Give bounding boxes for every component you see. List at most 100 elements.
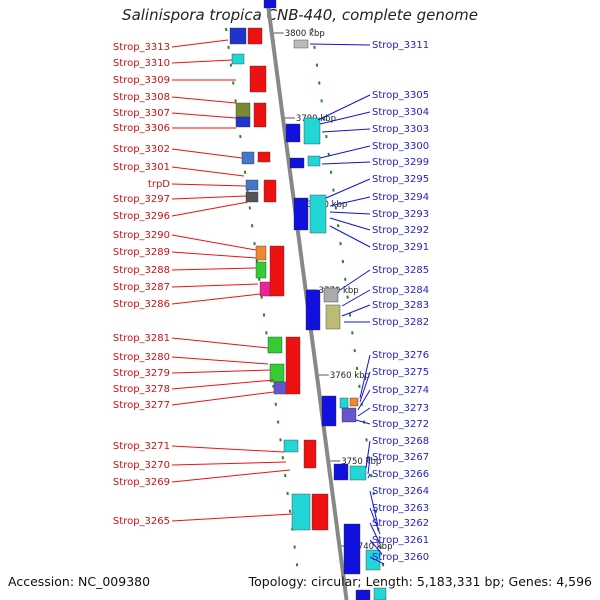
forward-gene-label: Strop_3288 [113, 265, 170, 276]
reverse-leader-line [319, 145, 371, 159]
genome-summary: Topology: circular; Length: 5,183,331 bp… [248, 574, 592, 589]
gene-block [269, 245, 285, 297]
forward-gene-label: Strop_3279 [113, 368, 170, 379]
forward-gene-label: Strop_3297 [113, 194, 170, 205]
gene-block [341, 407, 357, 423]
gene-block [323, 287, 339, 303]
reverse-gene-label: Strop_3261 [372, 535, 429, 546]
gene-block [285, 336, 301, 395]
gene-block [235, 102, 251, 118]
gene-block [305, 289, 321, 331]
gene-block [355, 589, 371, 600]
reverse-leader-line [359, 354, 371, 399]
reverse-leader-line [369, 507, 381, 535]
gene-block [373, 587, 387, 600]
reverse-leader-line [369, 556, 385, 565]
reverse-gene-label: Strop_3294 [372, 192, 429, 203]
gene-block [349, 465, 367, 481]
gene-block [321, 395, 337, 427]
reverse-gene-label: Strop_3272 [372, 419, 429, 430]
gene-block [365, 549, 381, 571]
reverse-leader-line [357, 407, 371, 417]
forward-gene-label: Strop_3278 [113, 384, 170, 395]
forward-gene-label: Strop_3302 [113, 144, 170, 155]
gene-block [267, 336, 283, 354]
gene-block [253, 102, 267, 128]
forward-gene-label: Strop_3309 [113, 75, 170, 86]
forward-leader-line [171, 166, 245, 177]
reverse-leader-line [369, 539, 383, 555]
gene-block [255, 245, 267, 261]
reverse-guide-line [311, 27, 385, 573]
reverse-leader-line [339, 269, 371, 291]
gene-block [289, 157, 305, 169]
gene-block [269, 363, 285, 383]
map-title: Salinispora tropica CNB-440, complete ge… [122, 6, 478, 24]
forward-leader-line [171, 195, 247, 200]
gene-block [339, 397, 349, 409]
reverse-gene-label: Strop_3284 [372, 285, 429, 296]
reverse-gene-label: Strop_3304 [372, 107, 429, 118]
forward-gene-label: Strop_3289 [113, 247, 170, 258]
forward-leader-line [171, 183, 247, 187]
gene-block [235, 116, 251, 128]
reverse-leader-line [329, 217, 371, 231]
kbp-label: 3770 kbp [319, 286, 359, 296]
gene-block [293, 197, 309, 231]
gene-block [303, 117, 321, 145]
reverse-leader-line [329, 225, 371, 248]
forward-gene-label: Strop_3308 [113, 92, 170, 103]
forward-leader-line [171, 267, 257, 271]
forward-gene-label: Strop_3269 [113, 477, 170, 488]
forward-leader-line [171, 148, 243, 159]
forward-leader-line [171, 391, 275, 406]
reverse-leader-line [325, 178, 371, 199]
forward-leader-line [171, 96, 237, 104]
forward-leader-line [171, 337, 269, 349]
gene-block [245, 191, 259, 203]
reverse-gene-label: Strop_3268 [372, 436, 429, 447]
gene-block [307, 155, 321, 167]
forward-gene-label: Strop_3281 [113, 333, 170, 344]
forward-leader-line [171, 469, 291, 483]
kbp-label: 3780 kbp [307, 200, 347, 210]
forward-gene-label: Strop_3313 [113, 42, 170, 53]
forward-gene-label: Strop_3287 [113, 282, 170, 293]
forward-gene-label: Strop_3296 [113, 211, 170, 222]
reverse-gene-label: Strop_3262 [372, 518, 429, 529]
reverse-leader-line [367, 456, 371, 475]
reverse-gene-label: Strop_3291 [372, 242, 429, 253]
gene-block [263, 0, 277, 9]
forward-gene-label: Strop_3277 [113, 400, 170, 411]
gene-block [247, 27, 263, 45]
reverse-gene-label: Strop_3283 [372, 300, 429, 311]
forward-leader-line [171, 356, 269, 365]
forward-leader-line [171, 234, 257, 251]
reverse-leader-line [357, 389, 371, 411]
accession-text: Accession: NC_009380 [8, 574, 151, 589]
forward-leader-line [171, 112, 237, 119]
reverse-leader-line [321, 161, 371, 165]
kbp-label: 3750 kbp [341, 457, 381, 467]
reverse-gene-label: Strop_3305 [372, 90, 429, 101]
gene-block [229, 27, 247, 45]
reverse-gene-label: Strop_3275 [372, 367, 429, 378]
reverse-leader-line [369, 522, 381, 545]
forward-leader-line [171, 283, 259, 288]
gene-block [283, 439, 299, 453]
reverse-leader-line [317, 94, 371, 121]
reverse-gene-label: Strop_3282 [372, 317, 429, 328]
forward-leader-line [171, 293, 261, 305]
gene-block [303, 439, 317, 469]
gene-block [241, 151, 255, 165]
gene-block [311, 493, 329, 531]
forward-leader-line [171, 513, 293, 522]
reverse-gene-label: Strop_3274 [372, 385, 429, 396]
gene-block [291, 493, 311, 531]
reverse-leader-line [309, 43, 371, 46]
reverse-gene-label: Strop_3293 [372, 209, 429, 220]
gene-block [255, 261, 267, 279]
forward-leader-line [171, 445, 285, 453]
reverse-gene-label: Strop_3300 [372, 141, 429, 152]
